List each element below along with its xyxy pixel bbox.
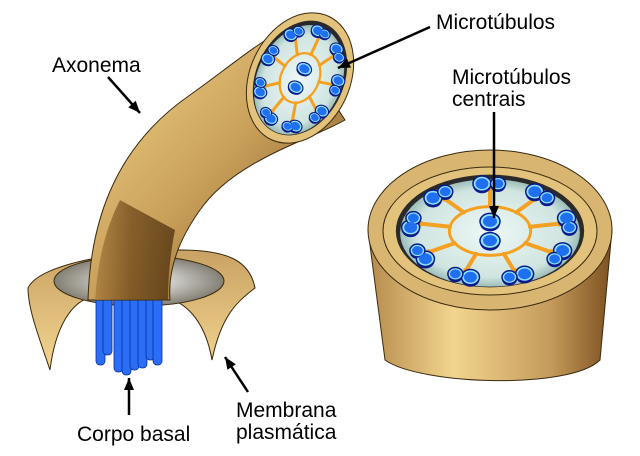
- tip-doublet-a-lumen: [333, 76, 343, 85]
- arrow-microtubulos-centrais-head: [489, 206, 499, 218]
- label-membrana-line1: Membrana: [236, 399, 337, 422]
- segment-radial-spoke: [426, 241, 457, 255]
- tip-doublet-a-lumen: [266, 114, 276, 123]
- tip-radial-spoke: [317, 80, 335, 87]
- tip-radial-spoke: [263, 81, 282, 88]
- segment-doublet-a-lumen: [404, 222, 418, 233]
- segment-cross-section: [382, 166, 598, 296]
- tip-radial-spoke: [307, 95, 318, 112]
- tip-radial-spoke: [293, 36, 299, 57]
- tip-doublet-b-lumen: [331, 86, 340, 94]
- tip-radial-spoke: [290, 101, 298, 123]
- segment-radial-spoke: [501, 251, 517, 273]
- arrow-microtubulos-shaft: [337, 25, 431, 70]
- tip-doublet-b-lumen: [294, 27, 303, 35]
- tip-doublet-b-lumen: [310, 114, 319, 122]
- label-corpo-basal: Corpo basal: [77, 423, 191, 446]
- tip-doublet-b-lumen: [269, 46, 278, 54]
- segment-doublet-b-lumen: [492, 179, 504, 189]
- label-microtubulos-centrais-line1: Microtúbulos: [452, 66, 572, 89]
- label-microtubulos: Microtúbulos: [436, 11, 556, 34]
- axoneme-tube-shadow: [95, 200, 175, 300]
- tip-doublet-b-lumen: [335, 53, 344, 61]
- segment-radial-spoke: [463, 251, 479, 273]
- segment-central-singlet-lumen: [483, 215, 497, 227]
- tip-doublet-a-lumen: [331, 44, 342, 54]
- label-membrana-line2: plasmática: [236, 421, 337, 444]
- tip-doublet-a-lumen: [313, 26, 323, 36]
- segment-radial-spoke: [528, 221, 562, 229]
- segment-doublet-b-lumen: [504, 272, 515, 282]
- tip-doublet-b-lumen: [320, 30, 329, 38]
- segment-doublet-b-lumen: [439, 187, 451, 197]
- tip-doublet-a-lumen: [290, 121, 301, 131]
- segment-central-singlet-lumen: [483, 235, 497, 247]
- tip-doublet-a-lumen: [255, 87, 265, 97]
- segment-radial-spoke: [523, 241, 554, 255]
- arrow-axonema-head: [128, 100, 140, 113]
- segment-doublet-a-lumen: [475, 178, 489, 190]
- basal-body-tube: [152, 289, 163, 366]
- segment-doublet-a-lumen: [418, 253, 432, 265]
- tip-cross-section: [245, 12, 355, 144]
- segment-doublet-a-lumen: [528, 186, 542, 198]
- segment-doublet-b-lumen: [449, 269, 461, 279]
- segment-doublet-a-lumen: [556, 245, 570, 256]
- segment-radial-spoke: [418, 221, 452, 229]
- tip-radial-spoke: [317, 54, 336, 67]
- tip-doublet-a-lumen: [317, 106, 327, 116]
- segment-doublet-a-lumen: [518, 268, 532, 280]
- segment-doublet-a-lumen: [560, 212, 574, 224]
- segment-doublet-a-lumen: [426, 192, 440, 204]
- tip-radial-spoke: [270, 95, 286, 113]
- label-microtubulos-centrais-line2: centrais: [452, 88, 526, 111]
- segment-radial-spoke: [442, 196, 466, 215]
- tip-radial-spoke: [309, 35, 321, 57]
- arrow-membrana-head: [225, 357, 236, 370]
- tip-central-singlet-lumen: [290, 82, 301, 92]
- segment-doublet-b-lumen: [408, 213, 419, 223]
- segment-doublet-b-lumen: [412, 246, 423, 256]
- segment-doublet-b-lumen: [549, 254, 560, 264]
- tip-doublet-b-lumen: [256, 78, 265, 86]
- label-axonema: Axonema: [52, 54, 141, 77]
- arrow-microtubulos-head: [338, 58, 351, 68]
- segment-doublet-b-lumen: [563, 223, 575, 233]
- tip-doublet-a-lumen: [286, 30, 296, 39]
- arrow-corpo-basal-head: [124, 378, 134, 390]
- segment-doublet-b-lumen: [541, 193, 553, 203]
- tip-radial-spoke: [272, 55, 287, 68]
- tip-doublet-a-lumen: [263, 54, 273, 64]
- segment-doublet-a-lumen: [463, 271, 477, 283]
- tip-central-singlet-lumen: [299, 64, 310, 74]
- tip-doublet-b-lumen: [283, 122, 292, 130]
- tip-doublet-b-lumen: [262, 108, 271, 116]
